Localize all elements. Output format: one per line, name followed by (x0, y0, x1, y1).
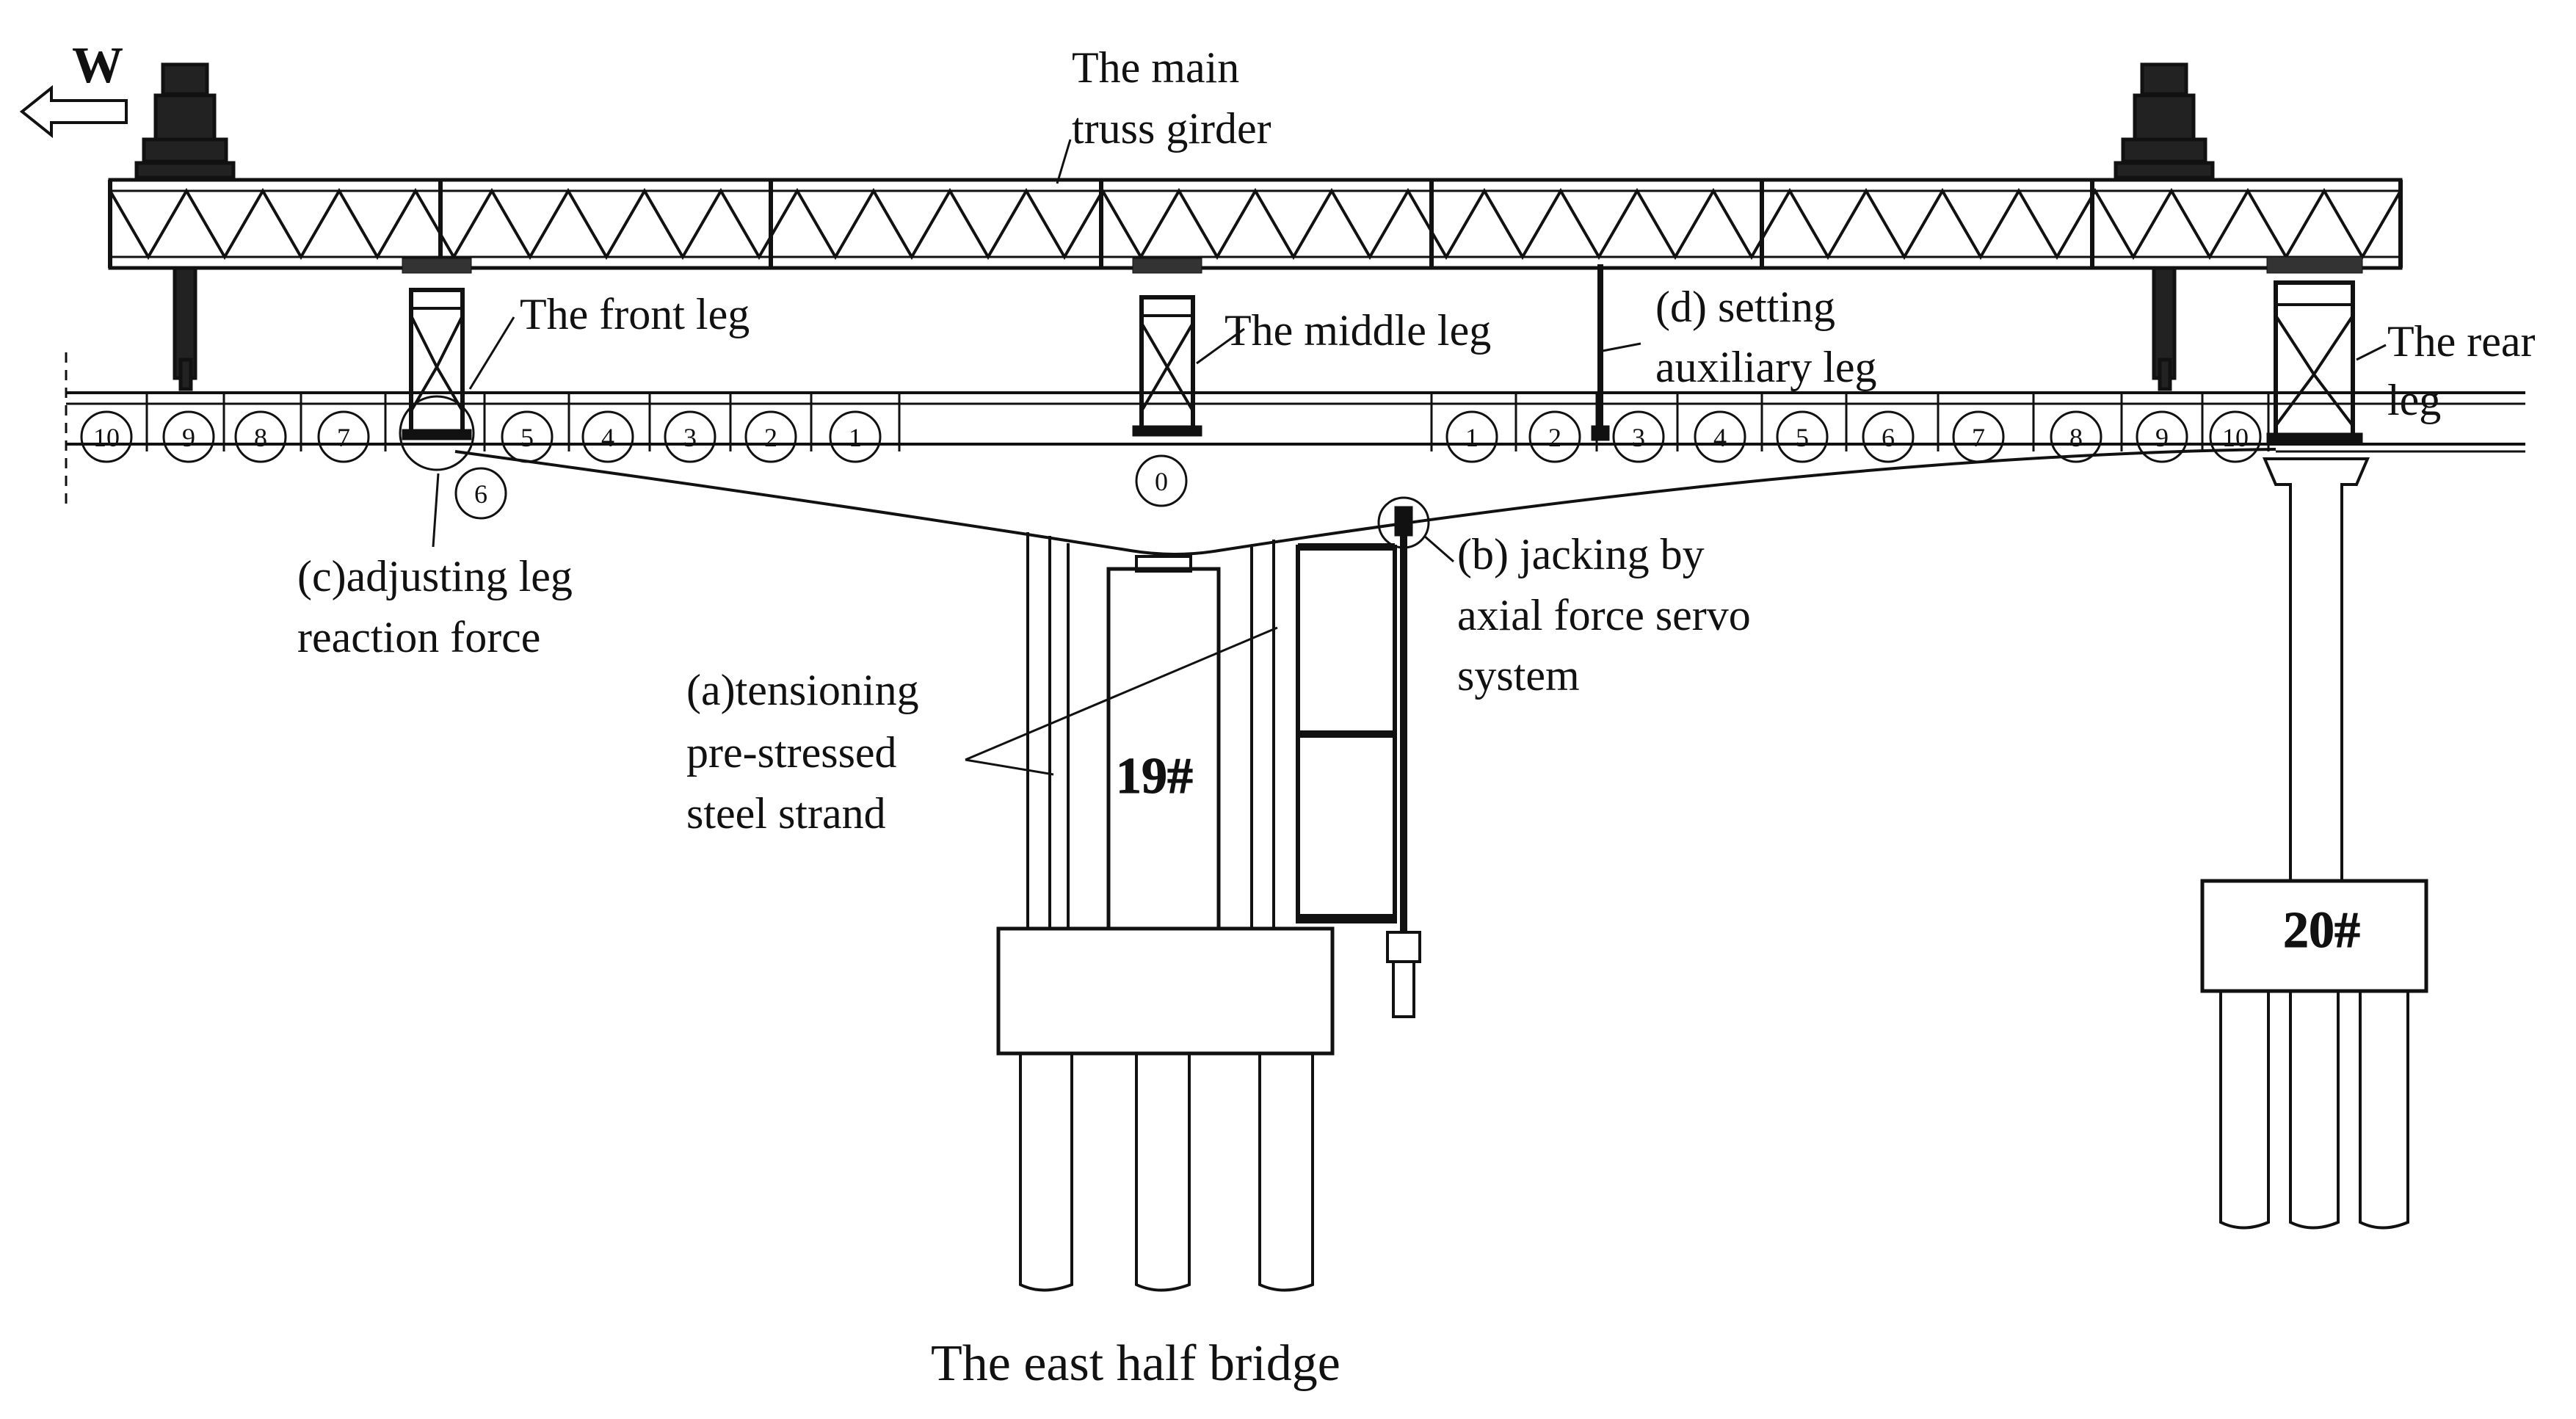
box-girder-deck (65, 352, 2525, 556)
label-rear-leg-1: The rear (2387, 317, 2536, 366)
auxiliary-leg (1591, 264, 1610, 441)
label-setting-aux-2: auxiliary leg (1655, 343, 1877, 391)
west-arrow: W (19, 37, 128, 139)
label-tension-2: pre-stressed (686, 728, 897, 777)
segment-left-2: 9 (162, 410, 215, 463)
front-leg (399, 258, 475, 471)
segment-left-3-label: 8 (254, 423, 267, 452)
segment-right-9-label: 9 (2155, 423, 2169, 452)
segment-right-4: 4 (1694, 410, 1746, 463)
label-adjusting-1: (c)adjusting leg (297, 552, 573, 600)
segment-right-10: 10 (2209, 410, 2262, 463)
label-jacking-3: system (1457, 651, 1580, 700)
label-jacking-1: (b) jacking by (1457, 530, 1705, 578)
segment-left-10: 1 (829, 410, 882, 463)
segment-right-5-label: 5 (1796, 423, 1809, 452)
segment-left-1-label: 10 (93, 423, 120, 452)
label-front-leg: The front leg (520, 290, 750, 338)
segment-right-3: 3 (1612, 410, 1665, 463)
crane-right (2114, 62, 2215, 391)
segment-right-3-label: 3 (1632, 423, 1645, 452)
label-adjusting-2: reaction force (297, 613, 540, 661)
segment-left-8-label: 3 (683, 423, 697, 452)
segment-right-1: 1 (1445, 410, 1498, 463)
segment-right-5: 5 (1776, 410, 1829, 463)
segment-center-label: 0 (1155, 467, 1168, 496)
pier-20: 20# (2200, 457, 2428, 1230)
segment-right-6-label: 6 (1882, 423, 1895, 452)
segment-left-7: 4 (581, 410, 634, 463)
middle-leg (1132, 258, 1202, 437)
segment-left-9-label: 2 (764, 423, 777, 452)
label-setting-aux-1: (d) setting (1655, 283, 1835, 331)
pier-20-label: 20# (2283, 902, 2360, 959)
segment-right-2: 2 (1528, 410, 1581, 463)
segment-right-10-label: 10 (2222, 423, 2249, 452)
servo-jacking-system (1296, 496, 1430, 1018)
segment-left-10-label: 1 (849, 423, 862, 452)
segment-left-1: 10 (80, 410, 133, 463)
segment-right-8-label: 8 (2069, 423, 2083, 452)
segment-left-5-label: 6 (474, 479, 487, 509)
segment-left-4-label: 7 (337, 423, 350, 452)
segment-right-1-label: 1 (1465, 423, 1479, 452)
segment-right-4-label: 4 (1713, 423, 1727, 452)
segment-right-6: 6 (1862, 410, 1915, 463)
segment-right-8: 8 (2050, 410, 2102, 463)
direction-label: W (72, 37, 123, 94)
segment-left-6: 5 (501, 410, 554, 463)
segment-left-9: 2 (744, 410, 797, 463)
label-jacking-2: axial force servo (1457, 591, 1751, 639)
annotations: The main truss girder The front leg The … (297, 43, 2536, 1392)
segment-left-8: 3 (664, 410, 716, 463)
rear-leg (2266, 256, 2363, 444)
segment-right-9: 9 (2136, 410, 2188, 463)
segment-left-6-label: 5 (520, 423, 534, 452)
segment-right-2-label: 2 (1548, 423, 1561, 452)
segment-center: 0 (1135, 454, 1188, 507)
label-tension-1: (a)tensioning (686, 666, 919, 714)
segment-left-7-label: 4 (601, 423, 614, 452)
leader-lines (432, 139, 2387, 776)
pier-19-label: 19# (1116, 748, 1193, 805)
label-tension-3: steel strand (686, 789, 886, 838)
segment-left-4: 7 (317, 410, 370, 463)
label-middle-leg: The middle leg (1224, 306, 1491, 355)
crane-left (134, 62, 236, 391)
label-main-truss-1: The main (1072, 43, 1239, 92)
caption: The east half bridge (931, 1335, 1340, 1392)
segment-right-7: 7 (1952, 410, 2005, 463)
segment-left-2-label: 9 (182, 423, 195, 452)
segment-left-5: 6 (454, 467, 507, 520)
label-rear-leg-2: leg (2387, 376, 2441, 424)
segment-right-7-label: 7 (1972, 423, 1985, 452)
main-truss-girder (108, 178, 2403, 270)
segment-left-3: 8 (234, 410, 287, 463)
pier-19: 19# (996, 532, 1335, 1292)
label-main-truss-2: truss girder (1072, 104, 1271, 153)
